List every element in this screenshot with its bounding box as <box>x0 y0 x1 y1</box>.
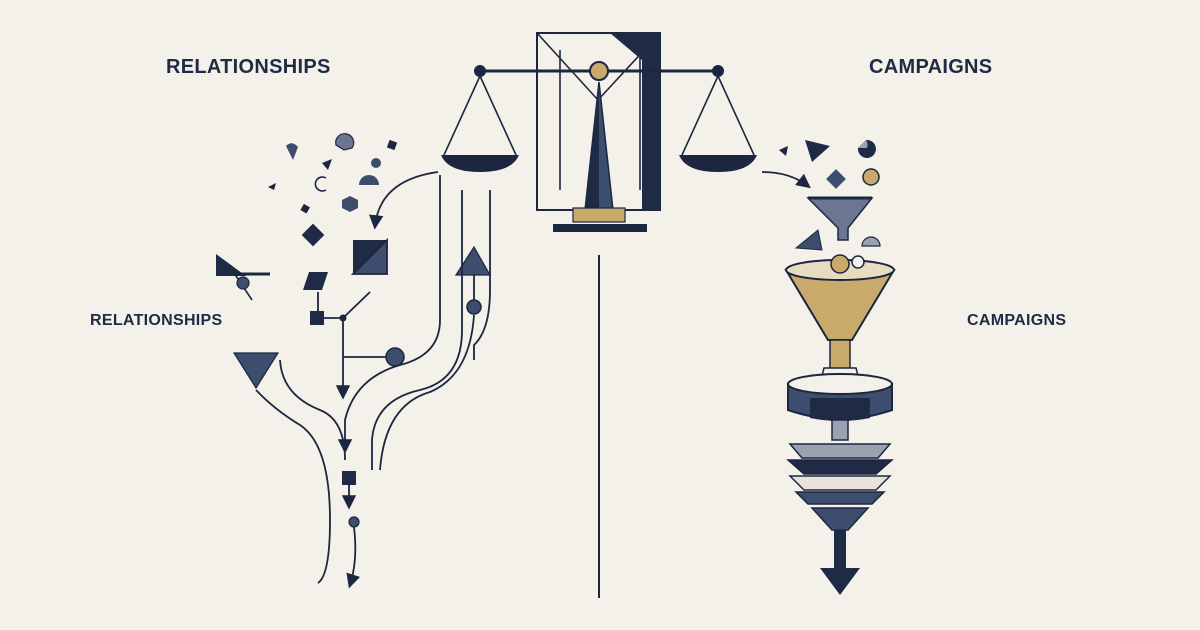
tiny-triangle-2 <box>268 183 276 190</box>
right-pan <box>679 155 757 172</box>
flow-line-3 <box>473 190 491 360</box>
half-circle <box>359 175 379 185</box>
semi-circle-r <box>861 236 881 247</box>
node-circle <box>385 347 405 367</box>
flow-line-4 <box>379 314 475 471</box>
diamond <box>301 223 325 247</box>
scale-base <box>553 224 647 232</box>
scattered-shapes-network-icon <box>216 133 492 589</box>
flag-node <box>236 276 250 290</box>
relationships-side-label: RELATIONSHIPS <box>90 312 223 329</box>
tiny-square <box>386 139 398 151</box>
gold-dot <box>862 168 880 186</box>
pie-shape-light <box>858 140 868 148</box>
scale-base-gold <box>572 207 626 223</box>
open-c <box>314 176 327 192</box>
stack-stem <box>831 419 849 441</box>
tiny-square-2 <box>300 203 310 214</box>
right-curved-arrow <box>761 171 811 189</box>
right-triangle-shape <box>805 140 830 162</box>
big-square-shade <box>350 237 388 275</box>
bottom-funnel <box>810 507 870 531</box>
node-square <box>310 311 324 325</box>
crescent-shape <box>335 133 355 151</box>
left-pan-chains <box>443 75 517 156</box>
beam-center-pivot <box>589 61 609 81</box>
triangle-r2 <box>794 229 823 251</box>
layer-1 <box>788 443 892 459</box>
up-triangle <box>454 245 492 276</box>
diamond-r <box>826 169 846 189</box>
down-arrow-shaft <box>834 530 846 570</box>
curved-arrow <box>369 171 439 230</box>
hexagon <box>342 196 358 212</box>
flag-shape <box>216 254 246 276</box>
connector-3 <box>342 291 371 319</box>
layer-2 <box>786 459 894 475</box>
layer-3 <box>788 475 892 491</box>
funnel-neck <box>829 339 851 371</box>
layer-4 <box>794 491 886 505</box>
small-triangle <box>322 159 332 170</box>
bottom-connector-2 <box>346 526 361 589</box>
parallelogram <box>303 272 328 290</box>
beam-right-pivot <box>712 65 724 77</box>
ring-top <box>787 373 893 395</box>
scale-frame-shadow <box>610 33 660 210</box>
small-dot <box>371 158 381 168</box>
down-arrow-head <box>820 568 860 595</box>
right-pan-chains <box>681 75 755 156</box>
funnel-ball-2 <box>851 255 865 269</box>
ring-front <box>810 398 870 421</box>
flow-line-6 <box>255 389 331 584</box>
drop-shape <box>286 143 298 160</box>
bottom-dot <box>348 516 360 528</box>
left-pan <box>441 155 519 172</box>
relationships-heading: RELATIONSHIPS <box>166 56 331 78</box>
flow-line-1 <box>337 175 441 454</box>
tiny-triangle-r1 <box>779 146 788 156</box>
funnel-ball-1 <box>830 254 850 274</box>
campaigns-side-label: CAMPAIGNS <box>967 312 1067 329</box>
bottom-square <box>342 471 356 485</box>
beam-left-pivot <box>474 65 486 77</box>
down-triangle <box>232 352 280 390</box>
funnel-stack-icon <box>761 139 896 595</box>
up-node <box>466 299 482 315</box>
flow-line-2 <box>371 190 463 470</box>
scale-pillar-shade <box>585 82 599 210</box>
flow-line-5 <box>279 359 346 461</box>
balance-scale-icon <box>441 32 757 598</box>
campaigns-heading: CAMPAIGNS <box>869 56 993 78</box>
